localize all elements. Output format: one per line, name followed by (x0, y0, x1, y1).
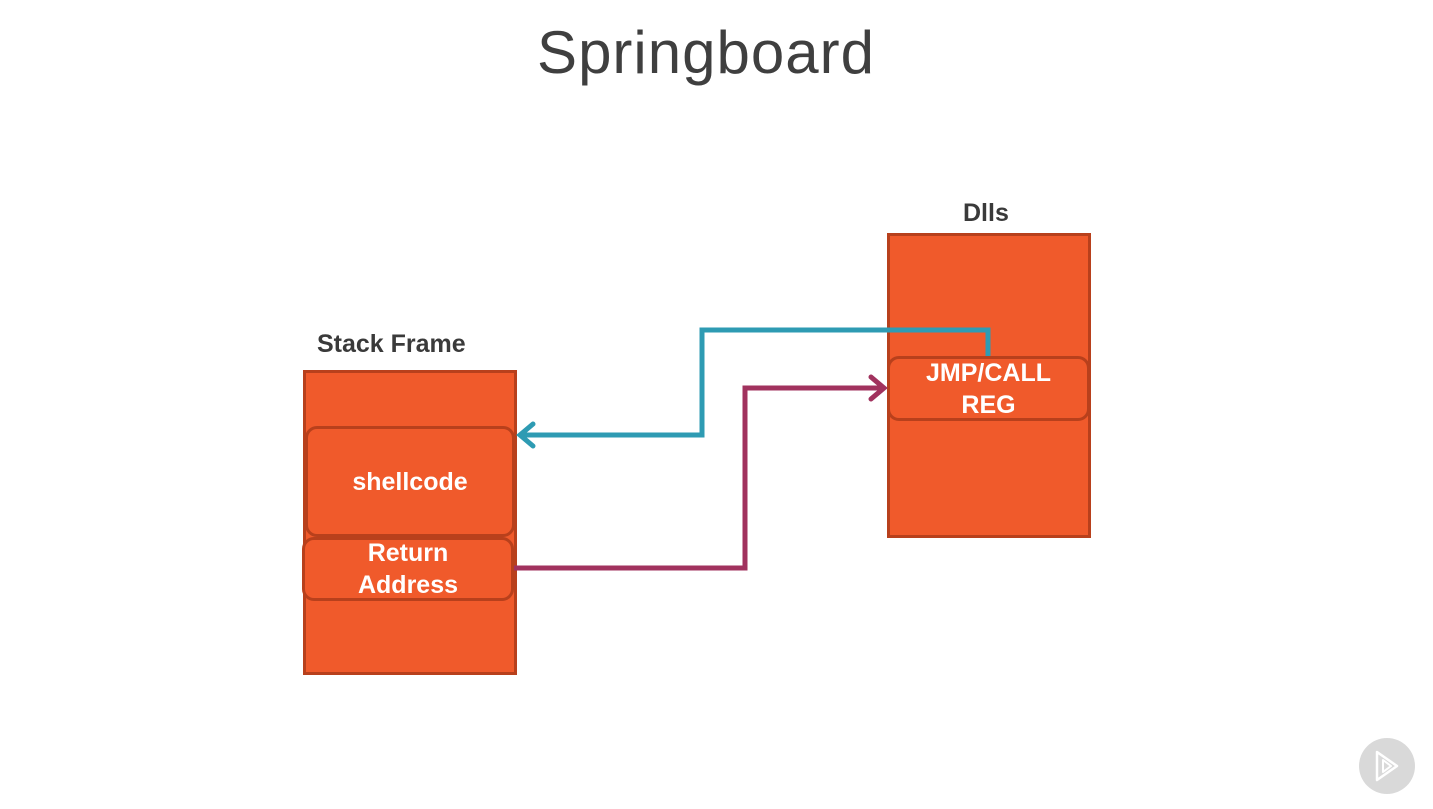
jmp-call-reg-cell: JMP/CALL REG (887, 356, 1090, 421)
slide-title: Springboard (537, 19, 875, 86)
dlls-label: Dlls (963, 199, 1009, 227)
return-address-cell: Return Address (302, 537, 514, 601)
stack-frame-label: Stack Frame (317, 330, 466, 358)
play-icon (1375, 750, 1399, 782)
shellcode-cell: shellcode (305, 426, 515, 537)
return-to-jmp-arrow (514, 374, 888, 571)
player-button[interactable] (1359, 738, 1415, 794)
jump-to-shellcode-arrow (516, 327, 991, 449)
